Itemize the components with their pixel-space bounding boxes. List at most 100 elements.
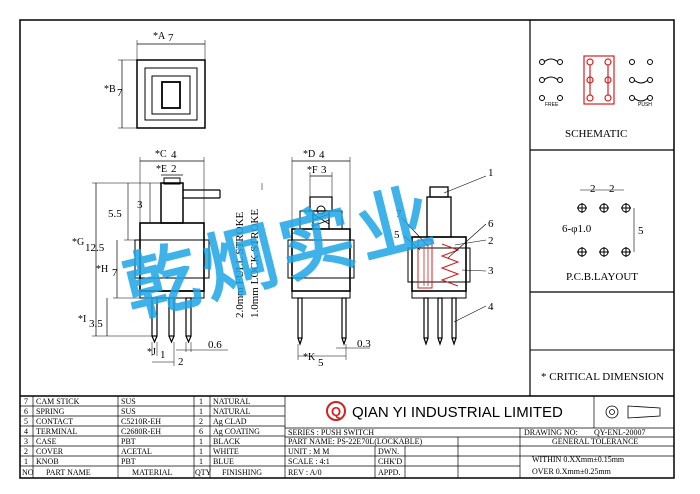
bom-header-mat: MATERIAL (132, 468, 173, 477)
callout-3: 3 (488, 265, 494, 277)
top-view: *A 7 *B 7 (104, 31, 206, 129)
dim-5-5: 5.5 (108, 208, 122, 220)
dim-i-value: 3.5 (89, 318, 103, 330)
dim-e-value: 2 (171, 163, 177, 175)
bom-cell-mat: SUS (121, 397, 136, 406)
dim-i-label: *I (78, 314, 86, 325)
bom-cell-mat: ACETAL (121, 447, 152, 456)
pcb-pitch-2: 2 (609, 183, 615, 195)
dim-h-label: *H (96, 264, 108, 275)
pcb-title: P.C.B.LAYOUT (566, 271, 638, 283)
bom-header-part: PART NAME (46, 468, 91, 477)
company-logo: Q (326, 401, 346, 421)
bom-cell-qty: 1 (199, 437, 203, 446)
bom-cell-part: CONTACT (36, 417, 73, 426)
dim-d-label: *D (303, 149, 315, 160)
bom-header-no: NO (22, 468, 34, 477)
callout-1: 1 (488, 167, 494, 179)
pcb-pitch-1: 2 (590, 183, 596, 195)
callout-6: 6 (488, 218, 494, 230)
bom-cell-part: CASE (36, 437, 57, 446)
bom-cell-part: KNOB (36, 457, 59, 466)
bom-cell-mat: PBT (121, 457, 136, 466)
bom-cell-mat: SUS (121, 407, 136, 416)
section-view: 1 2 3 4 5 6 7 (394, 167, 494, 346)
dim-e-label: *E (156, 164, 167, 175)
bom-cell-part: SPRING (36, 407, 65, 416)
bom-cell-fin: NATURAL (213, 397, 250, 406)
bom-cell-part: COVER (36, 447, 64, 456)
dim-2-pitch: 2 (178, 356, 184, 368)
dim-h-value: 7 (112, 267, 118, 279)
bom-cell-fin: BLUE (213, 457, 234, 466)
chkd-text: CHK'D (378, 457, 402, 466)
dim-k-value: 5 (318, 357, 324, 369)
rev-text: REV : A/0 (288, 468, 322, 477)
bom-header-qty: QTY (195, 468, 212, 477)
callout-2: 2 (488, 235, 494, 247)
dim-j-value: 1 (160, 349, 166, 361)
dim-a-value: 7 (168, 32, 174, 44)
bom-cell-qty: 1 (199, 407, 203, 416)
bom-table (20, 396, 286, 478)
bom-cell-no: 4 (24, 427, 28, 436)
schematic-push-label: PUSH (638, 102, 652, 108)
dim-k-label: *K (303, 352, 316, 363)
dim-3: 3 (137, 199, 143, 211)
side-view: *D 4 *F 3 *K 5 0.3 (287, 149, 371, 369)
scale-text: SCALE : 4:1 (288, 457, 330, 466)
projection-symbol (605, 405, 661, 419)
unit-text: UNIT : M M (288, 447, 329, 456)
bom-cell-qty: 1 (199, 447, 203, 456)
pcb-height: 5 (638, 225, 644, 237)
bom-cell-mat: C5210R-EH (121, 417, 161, 426)
part-name-text: PART NAME: PS-22E70L(LOCKABLE) (288, 437, 423, 446)
watermark: 乾炯实业 (116, 173, 447, 334)
dim-c-label: *C (155, 149, 167, 160)
bom-cell-no: 7 (24, 397, 28, 406)
dim-0-6: 0.6 (208, 339, 222, 351)
bom-cell-no: 3 (24, 437, 28, 446)
company-name: QIAN YI INDUSTRIAL LIMITED (352, 404, 563, 421)
bom-cell-no: 1 (24, 457, 28, 466)
dim-0-3: 0.3 (357, 338, 371, 350)
callout-5: 5 (394, 229, 400, 241)
bom-cell-part: TERMINAL (36, 427, 77, 436)
critical-dimension-note: * CRITICAL DIMENSION (541, 371, 664, 383)
lock-stroke-text: 1.0mm LOCK STROKE (249, 209, 261, 318)
dim-d-value: 4 (319, 149, 325, 161)
dim-b-value: 7 (117, 87, 123, 99)
dim-j-label: *J (147, 347, 156, 358)
series-text: SERIES : PUSH SWITCH (288, 428, 374, 437)
bom-cell-mat: PBT (121, 437, 136, 446)
bom-cell-qty: 1 (199, 457, 203, 466)
bom-cell-fin: Ag COATING (213, 427, 260, 436)
title-block (285, 396, 674, 478)
dim-f-value: 3 (321, 164, 327, 176)
dim-g-label: *G (72, 237, 84, 248)
bom-cell-fin: BLACK (213, 437, 240, 446)
bom-cell-no: 6 (24, 407, 28, 416)
drawing-no-value: QY-ENL-20007 (594, 428, 646, 437)
dim-g-value: 12.5 (85, 242, 105, 254)
schematic-free-label: FREE (545, 102, 559, 108)
dim-b-label: *B (104, 84, 116, 95)
bom-cell-fin: Ag CLAD (213, 417, 247, 426)
bom-cell-no: 2 (24, 447, 28, 456)
pcb-layout: 2 2 5 6-φ1.0 P.C.B.LAYOUT (562, 183, 644, 283)
bom-cell-fin: NATURAL (213, 407, 250, 416)
tolerance-within: WITHIN 0.XXmm±0.15mm (532, 455, 625, 464)
callout-7: 7 (396, 208, 402, 220)
dim-a-label: *A (153, 31, 166, 42)
bom-header-fin: FINISHING (222, 468, 262, 477)
schematic-title: SCHEMATIC (565, 128, 627, 140)
drawing-no-label: DRAWING NO: (524, 428, 578, 437)
bom-cell-part: CAM STICK (36, 397, 80, 406)
bom-cell-qty: 2 (199, 417, 203, 426)
callout-4: 4 (488, 301, 494, 313)
dim-f-label: *F (307, 165, 318, 176)
dwn-text: DWN. (378, 447, 399, 456)
tolerance-over: OVER 0.Xmm±0.25mm (532, 467, 612, 476)
dim-c-value: 4 (171, 149, 177, 161)
